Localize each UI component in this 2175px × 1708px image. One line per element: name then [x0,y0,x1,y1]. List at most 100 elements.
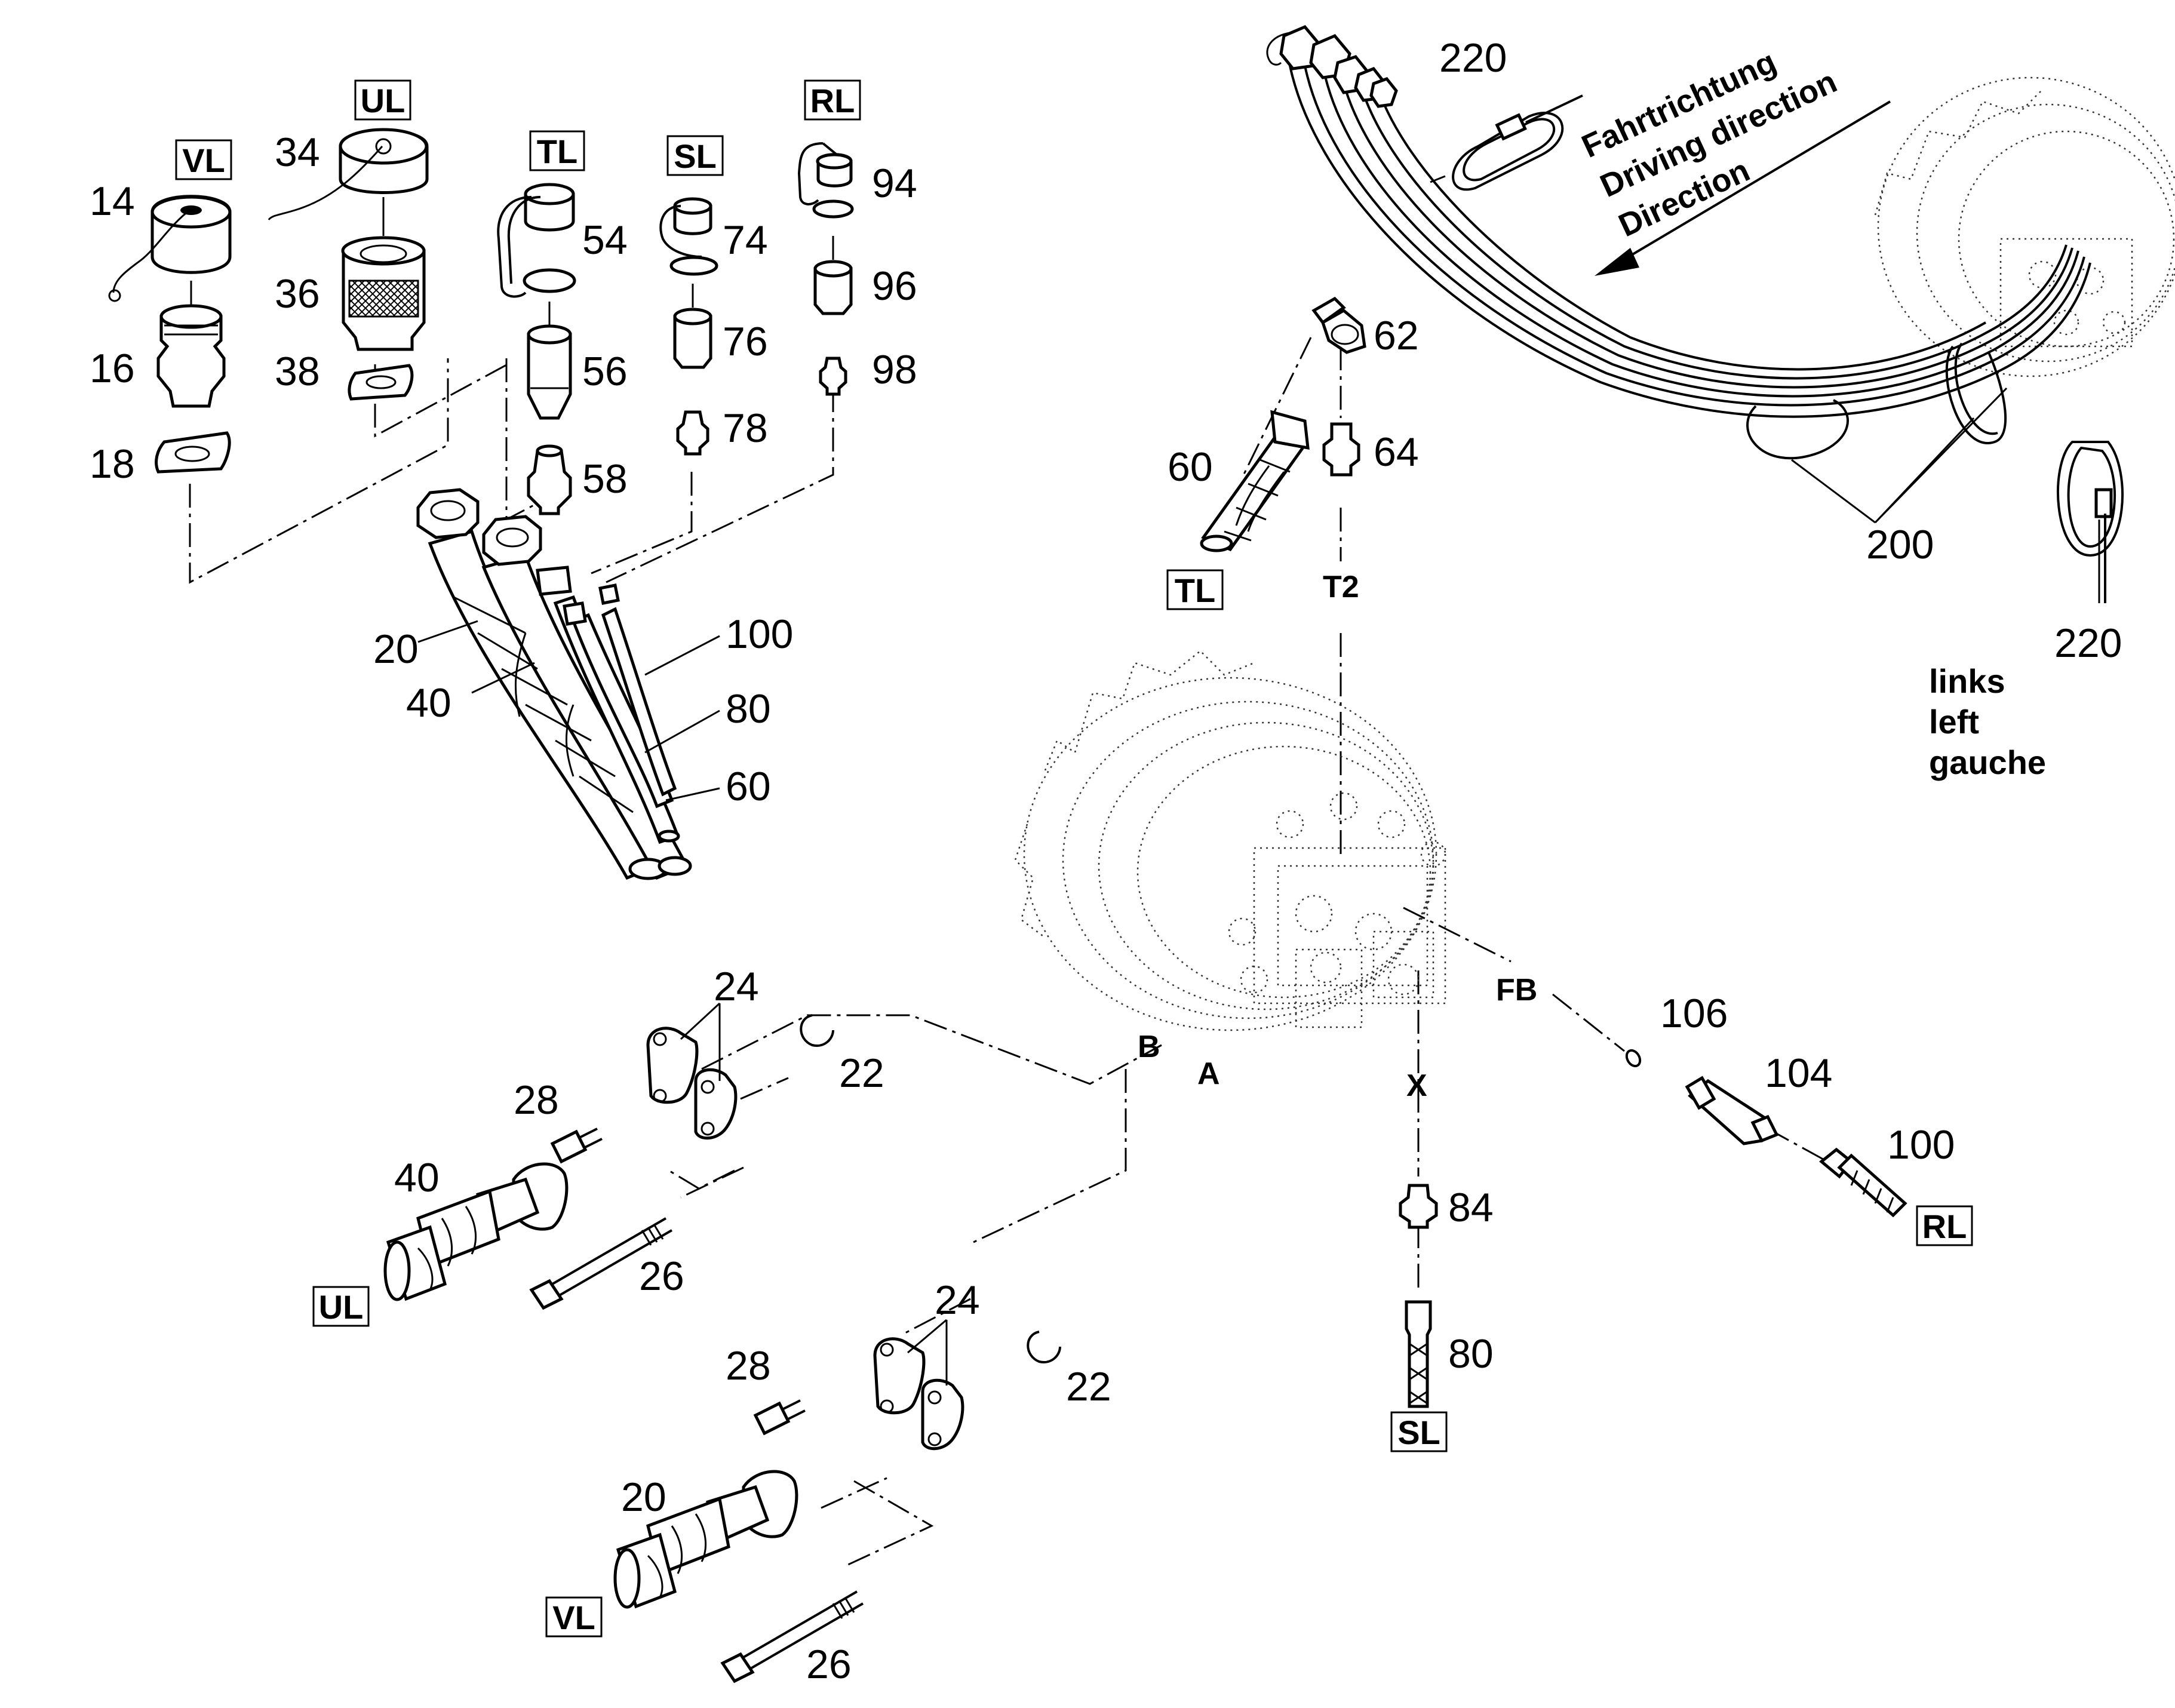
label-62: 62 [1374,313,1419,358]
hose-80-bottom [1405,1300,1432,1408]
adapter-64 [1322,422,1360,477]
nipple-58 [527,444,572,515]
label-40-bottom: 40 [394,1155,440,1200]
label-60-top: 60 [726,764,771,809]
cable-tie-220-bottom [2057,441,2124,603]
label-14: 14 [90,179,135,224]
port-labels: T2 B A X FB [1138,570,1537,1103]
hose-60-mid [1200,410,1310,552]
label-106: 106 [1660,991,1728,1036]
label-26-lower: 26 [806,1642,852,1687]
label-20-top: 20 [373,626,419,672]
port-fb: FB [1496,973,1537,1007]
nipple-98 [819,357,847,396]
hose-bundle [416,488,692,880]
label-96: 96 [872,263,917,309]
tag-ul-top: UL [361,82,405,119]
port-b: B [1138,1030,1160,1064]
hose-routing [1266,24,2091,418]
label-76: 76 [723,319,768,364]
label-80-bottom: 80 [1448,1331,1494,1377]
port-t2: T2 [1323,570,1359,604]
cable-tie-220-top [1452,94,1583,191]
label-28-lower: 28 [726,1343,771,1388]
nipple-78 [676,410,709,456]
bolt-28-lower [753,1399,806,1436]
label-60-mid: 60 [1168,444,1213,490]
bolt-26-upper [529,1217,673,1310]
fitting-104 [1685,1076,1779,1145]
driving-direction-arrow [1595,100,1891,276]
cap-54 [497,183,576,298]
port-a: A [1197,1056,1220,1091]
tag-vl-top: VL [182,142,225,179]
line-tags: VL UL TL SL RL TL UL VL RL SL [175,79,1973,1638]
label-56: 56 [582,349,628,394]
label-34: 34 [275,130,320,175]
tag-tl-mid: TL [1175,572,1215,609]
cap-94 [797,142,854,219]
label-200: 200 [1866,522,1934,567]
tag-ul-bottom: UL [319,1288,364,1326]
label-104: 104 [1765,1050,1832,1096]
tag-rl-top: RL [810,82,855,119]
side-label-fr: gauche [1929,744,2046,781]
nipple-84 [1399,1184,1438,1229]
label-64: 64 [1374,429,1419,475]
label-24-lower: 24 [935,1277,980,1323]
assembly-leader-lines [189,337,1828,1566]
label-18: 18 [90,441,135,487]
label-78: 78 [723,406,768,451]
label-98: 98 [872,347,917,392]
seal-38 [348,364,414,401]
motor-overview [1874,76,2175,377]
label-94: 94 [872,161,917,206]
cap-14 [108,195,232,302]
label-58: 58 [582,456,628,502]
hose-100-right [1819,1147,1907,1218]
coupling-36 [341,197,426,351]
label-24-upper: 24 [714,964,759,1009]
label-80-top: 80 [726,686,771,732]
hose-end-40 [383,1162,569,1301]
side-label-de: links [1929,662,2005,700]
label-28-upper: 28 [514,1077,559,1123]
fitting-96 [813,236,853,315]
tag-sl-top: SL [674,137,717,175]
tag-tl-top: TL [537,133,577,170]
cap-34 [268,128,429,220]
label-38: 38 [275,349,320,394]
label-26-upper: 26 [639,1254,684,1299]
label-20-bottom: 20 [621,1474,666,1520]
side-label-en: left [1929,703,1979,741]
label-100-right: 100 [1887,1122,1955,1168]
o-ring-22-lower [1027,1331,1061,1363]
label-220-top: 220 [1439,35,1507,81]
fitting-76 [673,284,712,369]
o-ring-106 [1625,1049,1642,1068]
label-16: 16 [90,346,135,391]
label-220-bottom: 220 [2054,620,2122,666]
side-label: links left gauche [1929,662,2046,781]
seal-18 [155,431,231,474]
elbow-62 [1311,296,1366,354]
flange-half-24-lower [873,1337,964,1451]
label-84: 84 [1448,1185,1494,1230]
flange-half-24-upper [646,1027,738,1140]
tag-vl-bottom: VL [552,1599,595,1636]
driving-direction-text: Fahrtrichtung Driving direction Directio… [1577,44,1842,244]
hose-end-20 [613,1470,798,1609]
label-22-upper: 22 [839,1050,884,1096]
cable-tie-200 [1746,342,2007,460]
travel-motor [1014,650,1446,1031]
label-74: 74 [723,217,768,263]
bolt-28-upper [550,1128,603,1164]
label-40-top: 40 [406,680,451,726]
o-ring-22-upper [800,1014,834,1047]
coupling-16 [156,281,226,408]
port-x: X [1406,1068,1427,1103]
label-54: 54 [582,217,628,263]
tag-sl-bottom: SL [1397,1414,1440,1451]
cap-74 [659,197,718,276]
